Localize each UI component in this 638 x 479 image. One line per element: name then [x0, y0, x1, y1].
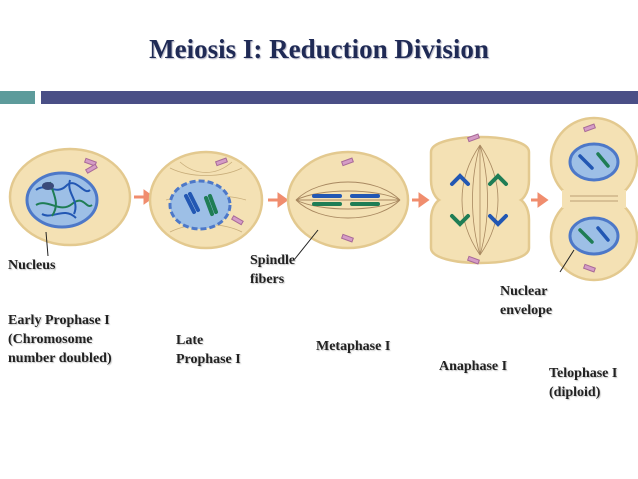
nucleus-telophase-top: [568, 142, 620, 182]
label-early-prophase: Early Prophase I (Chromosome number doub…: [8, 313, 112, 366]
label-spindle-fibers: Spindle fibers: [250, 253, 296, 287]
arrow-3: [412, 192, 430, 208]
page-title: Meiosis I: Reduction Division: [149, 34, 489, 64]
label-metaphase: Metaphase I: [316, 339, 391, 354]
centrioles-early-prophase: [83, 157, 98, 174]
chromosomes-late-prophase: [184, 192, 218, 216]
cell-telophase: [549, 116, 638, 282]
chromosomes-telophase: [578, 152, 610, 244]
nucleus-late-prophase: [168, 179, 232, 231]
cell-metaphase: [286, 150, 410, 261]
nucleolus: [42, 182, 54, 190]
spindle-fibers-metaphase: [295, 181, 401, 219]
cell-anaphase: [429, 133, 531, 265]
accent-bar: [41, 91, 638, 104]
centrioles-telophase: [582, 123, 596, 273]
chromosomes-anaphase: [450, 173, 508, 227]
spindle-fibers-anaphase: [461, 144, 499, 256]
nucleus-early-prophase: [25, 171, 99, 229]
arrow-4: [531, 192, 549, 208]
centrioles-metaphase: [340, 157, 354, 243]
label-nucleus: Nucleus: [8, 258, 56, 273]
label-telophase: Telophase I (diploid): [549, 366, 618, 400]
cell-early-prophase: [8, 147, 132, 257]
label-late-prophase: Late Prophase I: [176, 333, 241, 367]
accent-bar-left: [0, 91, 35, 104]
nucleus-telophase-bottom: [568, 216, 620, 256]
cell-late-prophase: [148, 150, 264, 250]
arrow-1: [134, 189, 155, 205]
label-nuclear-envelope: Nuclear envelope: [500, 284, 553, 318]
arrow-2: [268, 192, 289, 208]
centrioles-anaphase: [466, 133, 480, 265]
chromosomes-metaphase: [312, 194, 380, 206]
label-anaphase: Anaphase I: [439, 359, 508, 374]
centrioles-late-prophase: [214, 157, 244, 226]
